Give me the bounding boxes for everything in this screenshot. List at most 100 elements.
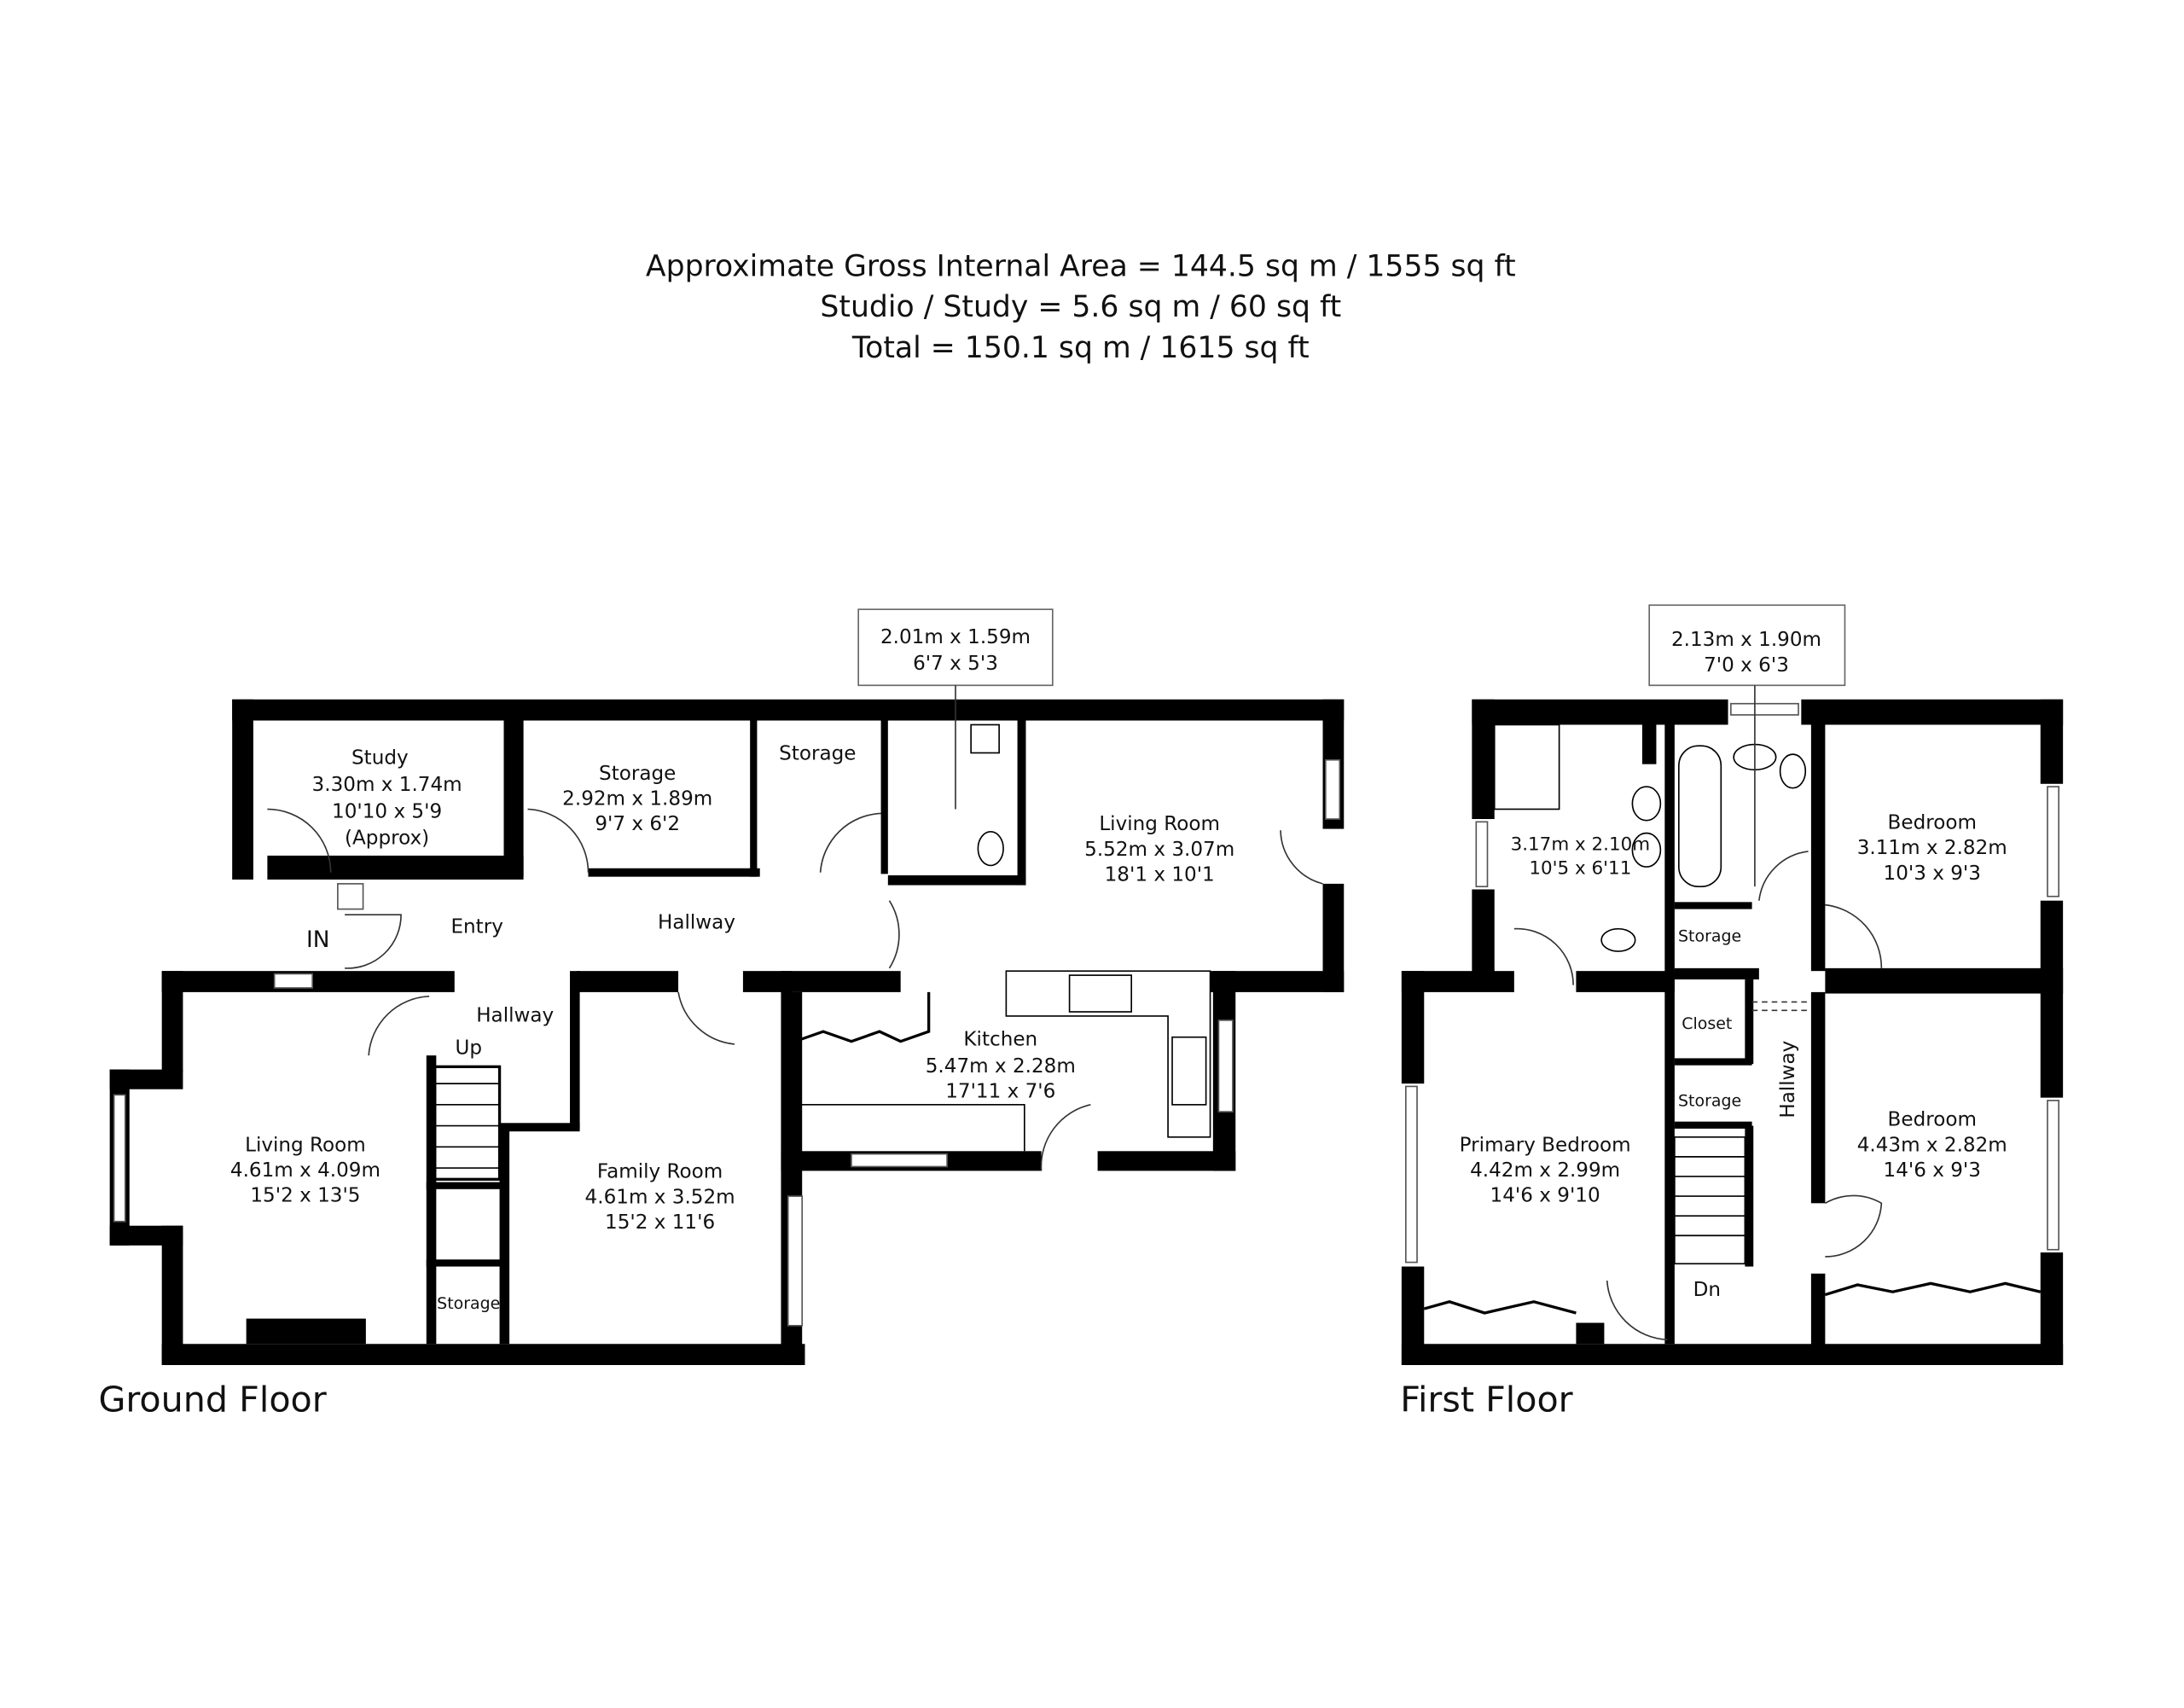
- first-floor-walls: [1401, 699, 2064, 1366]
- area-summary: Approximate Gross Internal Area = 144.5 …: [646, 249, 1516, 365]
- bedroom-rear-name: Bedroom: [1888, 812, 1977, 834]
- primary-bedroom-imperial: 14'6 x 9'10: [1490, 1185, 1600, 1207]
- door-swing: [1280, 830, 1323, 885]
- storage-upper-name: Storage: [1678, 927, 1741, 946]
- staircase: [1674, 1136, 1746, 1265]
- loft-hatch: [1751, 1001, 1811, 1012]
- kitchen-imperial: 17'11 x 7'6: [945, 1081, 1055, 1103]
- study-metric: 3.30m x 1.74m: [312, 774, 462, 796]
- first-floor-fixtures: [1405, 604, 2060, 1341]
- bedroom-rear-metric: 3.11m x 2.82m: [1857, 837, 2007, 859]
- meter: [337, 883, 364, 910]
- door-swing: [527, 808, 590, 873]
- hallway-name: Hallway: [658, 912, 735, 934]
- window: [1324, 758, 1341, 820]
- stairs-up-label: Up: [456, 1037, 483, 1059]
- door-swing: [1825, 903, 1883, 968]
- first-floor-title: First Floor: [1400, 1379, 1572, 1420]
- hob: [1068, 974, 1133, 1013]
- front-door: [345, 914, 402, 969]
- window: [851, 1153, 948, 1168]
- study-imperial: 10'10 x 5'9: [332, 800, 442, 822]
- storage-lower-name: Storage: [1678, 1092, 1741, 1111]
- ground-floor-title: Ground Floor: [98, 1379, 326, 1420]
- door-swing: [677, 991, 735, 1045]
- bedroom-rear-imperial: 10'3 x 9'3: [1884, 863, 1981, 885]
- first-floor-plan: 2.13m x 1.90m 7'0 x 6'3 3.17m x 2.10m 10…: [1400, 604, 2064, 1420]
- kitchen-name: Kitchen: [963, 1029, 1037, 1051]
- storage-large-imperial: 9'7 x 6'2: [595, 813, 680, 835]
- kitchen-counter: [1005, 970, 1211, 1138]
- primary-bedroom-name: Primary Bedroom: [1460, 1134, 1631, 1156]
- ground-floor-labels: Study 3.30m x 1.74m 10'10 x 5'9 (Approx)…: [98, 626, 1234, 1420]
- basin: [970, 723, 1000, 754]
- bathtub: [1678, 745, 1722, 888]
- ensuite-metric: 3.17m x 2.10m: [1511, 834, 1651, 855]
- window: [2047, 786, 2060, 898]
- storage-large-metric: 2.92m x 1.89m: [562, 788, 712, 810]
- wc-label-box: [857, 608, 1054, 687]
- door-swing: [1040, 1104, 1091, 1171]
- ground-floor-walls: [109, 699, 1345, 1366]
- storage-under-stairs-name: Storage: [437, 1294, 500, 1313]
- bathroom-metric: 2.13m x 1.90m: [1671, 629, 1821, 651]
- basin: [1631, 832, 1662, 868]
- family-room-name: Family Room: [597, 1161, 723, 1183]
- door-swing: [1758, 851, 1809, 901]
- window: [1475, 821, 1489, 888]
- door-swing: [1824, 1194, 1883, 1258]
- ground-floor-fixtures: [113, 608, 1341, 1327]
- window: [787, 1195, 804, 1327]
- door-swing: [368, 996, 430, 1056]
- window: [1730, 702, 1799, 716]
- toilet: [977, 831, 1004, 867]
- total-area-text: Total = 150.1 sq m / 1615 sq ft: [851, 331, 1310, 365]
- living-room-front-name: Living Room: [245, 1134, 366, 1156]
- kitchen-metric: 5.47m x 2.28m: [926, 1055, 1076, 1078]
- family-room-metric: 4.61m x 3.52m: [585, 1186, 735, 1208]
- entry-marker: IN: [306, 927, 330, 953]
- study-note: (Approx): [345, 828, 429, 850]
- toilet: [1779, 753, 1807, 789]
- stairs-down-label: Dn: [1693, 1279, 1721, 1301]
- storage-large-name: Storage: [599, 763, 676, 785]
- window: [2047, 1100, 2060, 1251]
- shower: [1493, 723, 1560, 810]
- window: [113, 1094, 126, 1223]
- storage-small-name: Storage: [779, 743, 856, 765]
- door-swing: [819, 812, 881, 873]
- ground-floor-plan: Study 3.30m x 1.74m 10'10 x 5'9 (Approx)…: [98, 608, 1345, 1420]
- living-room-rear-name: Living Room: [1099, 813, 1220, 835]
- window: [1217, 1020, 1234, 1113]
- study-name: Study: [351, 747, 409, 770]
- studio-area-text: Studio / Study = 5.6 sq m / 60 sq ft: [820, 290, 1341, 324]
- door-swing: [888, 900, 900, 969]
- primary-bedroom-metric: 4.42m x 2.99m: [1470, 1159, 1620, 1182]
- ensuite-imperial: 10'5 x 6'11: [1529, 857, 1631, 879]
- basin: [1631, 786, 1662, 822]
- living-room-rear-imperial: 18'1 x 10'1: [1105, 864, 1215, 886]
- wc-imperial: 6'7 x 5'3: [913, 653, 998, 675]
- living-room-rear-metric: 5.52m x 3.07m: [1084, 839, 1234, 861]
- staircase: [433, 1065, 502, 1181]
- door-swing: [1606, 1280, 1668, 1341]
- family-room-imperial: 15'2 x 11'6: [605, 1211, 715, 1234]
- wardrobe: [1824, 1281, 2042, 1297]
- bathroom-imperial: 7'0 x 6'3: [1704, 654, 1789, 677]
- first-floor-labels: 2.13m x 1.90m 7'0 x 6'3 3.17m x 2.10m 10…: [1400, 629, 2007, 1420]
- hallway-lower-name: Hallway: [476, 1005, 554, 1027]
- sink: [1171, 1036, 1207, 1106]
- door-swing: [1513, 927, 1574, 985]
- gross-area-text: Approximate Gross Internal Area = 144.5 …: [646, 249, 1516, 283]
- window: [273, 973, 314, 989]
- bedroom-front-imperial: 14'6 x 9'3: [1884, 1159, 1981, 1182]
- hallway-name: Hallway: [1777, 1041, 1799, 1118]
- living-room-front-imperial: 15'2 x 13'5: [250, 1185, 360, 1207]
- wc-metric: 2.01m x 1.59m: [880, 626, 1031, 648]
- bathroom-label-box: [1648, 604, 1846, 687]
- living-room-front-metric: 4.61m x 4.09m: [230, 1159, 380, 1182]
- entry-name: Entry: [450, 916, 502, 938]
- bedroom-front-name: Bedroom: [1888, 1109, 1977, 1131]
- bedroom-front-metric: 4.43m x 2.82m: [1857, 1134, 2007, 1156]
